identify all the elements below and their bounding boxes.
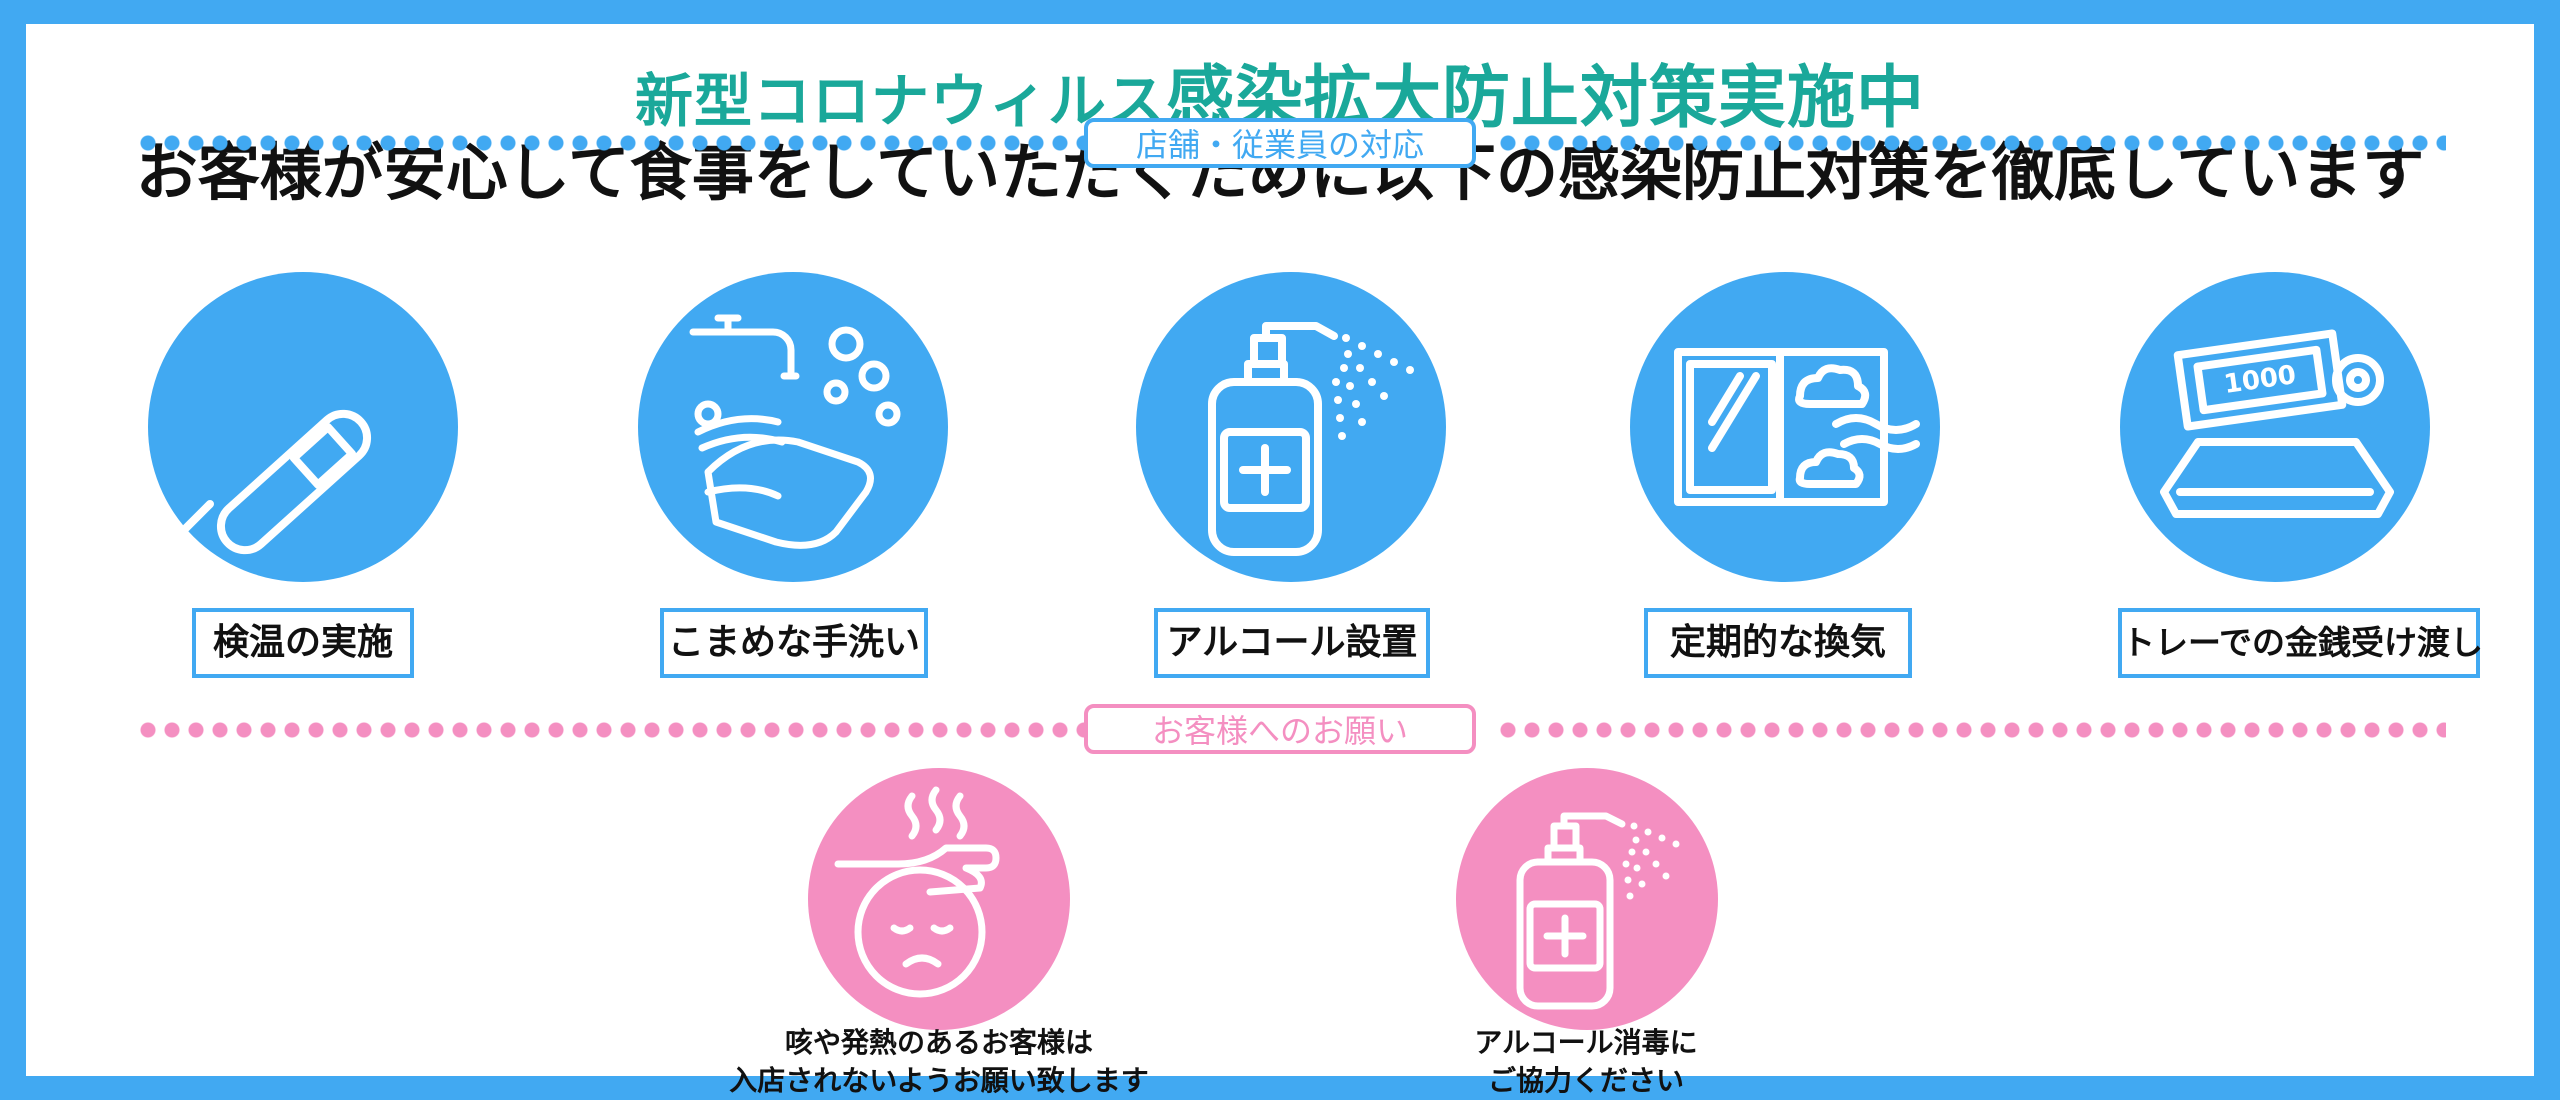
staff-item-temperature-check: 検温の実施 (192, 608, 414, 678)
section-label-customer: お客様へのお願い (1084, 704, 1476, 754)
dotted-divider-left (136, 133, 1096, 153)
dotted-divider-left-pink (136, 720, 1096, 740)
fever-face-icon (808, 768, 1070, 1030)
handwashing-icon (638, 272, 948, 582)
banknote-value: 1000 (2222, 360, 2298, 400)
staff-item-handwashing: こまめな手洗い (660, 608, 928, 678)
sanitizer-bottle-icon-customer (1456, 768, 1718, 1030)
sanitizer-bottle-icon (1136, 272, 1446, 582)
customer-request-fever: 咳や発熱のあるお客様は 入店されないようお願い致します (729, 1026, 1149, 1097)
window-ventilation-icon (1630, 272, 1940, 582)
staff-item-ventilation: 定期的な換気 (1644, 608, 1912, 678)
thermometer-icon (148, 272, 458, 582)
staff-item-money-tray: トレーでの金銭受け渡し (2118, 608, 2483, 678)
dotted-divider-right-pink (1496, 720, 2446, 740)
money-tray-icon: 1000 (2120, 272, 2430, 582)
poster-frame: 新型コロナウィルス感染拡大防止対策実施中 お客様が安心して食事をしていただくため… (26, 24, 2534, 1097)
customer-request-sanitize: アルコール消毒に ご協力ください (1474, 1026, 1698, 1097)
staff-item-alcohol-station: アルコール設置 (1154, 608, 1430, 678)
dotted-divider-right (1496, 133, 2446, 153)
section-label-staff: 店舗・従業員の対応 (1084, 118, 1476, 168)
